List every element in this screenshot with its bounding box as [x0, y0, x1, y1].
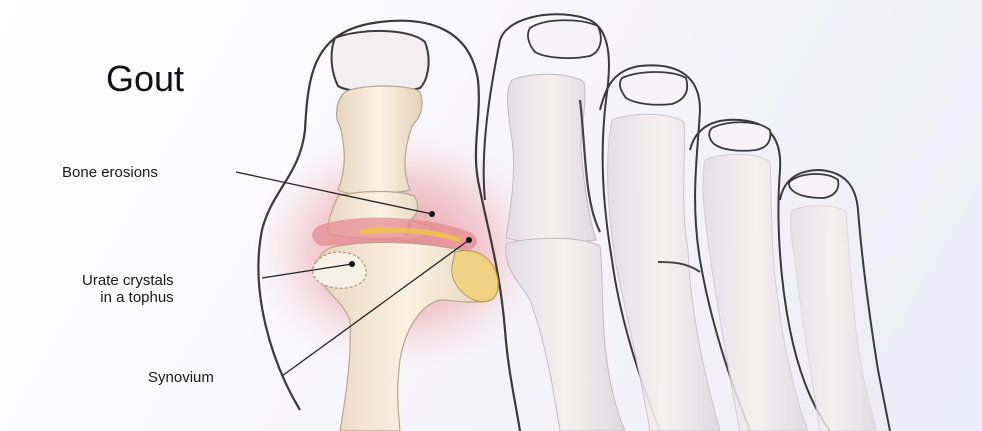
fifth-toe-bones — [790, 206, 876, 431]
big-toe — [250, 21, 550, 431]
fifth-toe-nail — [789, 174, 838, 198]
label-urate-line1: Urate crystals — [82, 272, 174, 289]
tophus — [313, 252, 367, 288]
third-toe-nail — [620, 72, 687, 105]
label-urate-crystals: Urate crystals in a tophus — [82, 272, 174, 306]
diagram-title: Gout — [106, 58, 184, 100]
fourth-toe-nail — [709, 122, 770, 151]
second-toe-nail — [528, 20, 601, 58]
fifth-toe — [780, 170, 890, 431]
big-toe-nail — [332, 31, 429, 92]
label-urate-line2: in a tophus — [82, 289, 174, 306]
label-bone-erosions: Bone erosions — [62, 164, 158, 181]
second-toe-phalanges — [506, 74, 596, 243]
label-synovium: Synovium — [148, 369, 214, 386]
second-metatarsal — [506, 238, 625, 431]
fourth-toe-bones — [703, 154, 808, 431]
